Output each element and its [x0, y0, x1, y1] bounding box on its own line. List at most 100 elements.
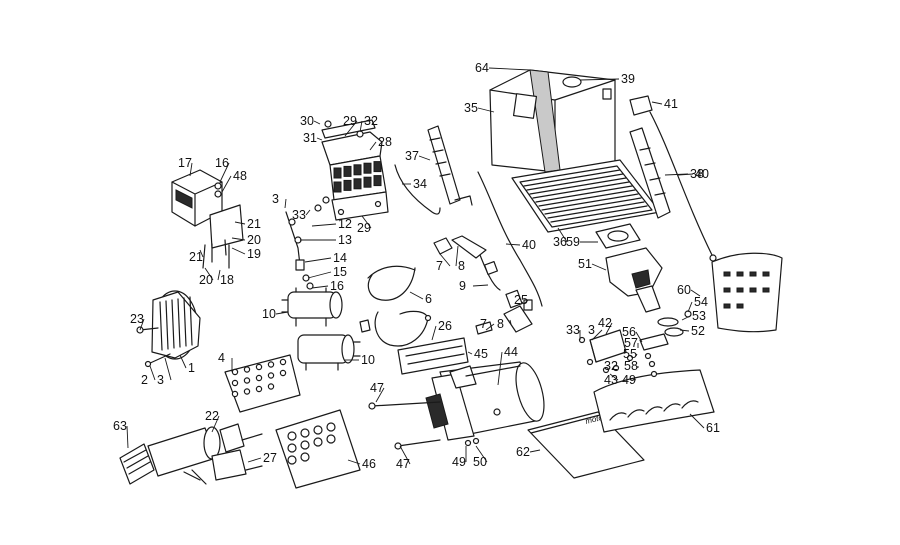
leader-line: [409, 291, 424, 300]
long-bolt-lower: [397, 439, 441, 447]
fuse-cell: [343, 165, 352, 177]
sheet-part: [762, 271, 770, 277]
callout-30: 30: [300, 114, 314, 128]
sheet-part: [300, 428, 310, 438]
battery-strap: [629, 127, 671, 219]
leader-line: [369, 141, 377, 151]
voltage-regulator: [171, 169, 244, 269]
sheet-part: [279, 358, 287, 366]
leader-line: [375, 387, 385, 403]
callout-20: 20: [199, 273, 213, 287]
leader-line: [204, 267, 214, 281]
callout-57: 57: [624, 336, 638, 350]
sheet-part: [243, 377, 251, 384]
fuse-cell: [373, 161, 382, 173]
leader-line: [505, 243, 521, 246]
callout-6: 6: [425, 292, 432, 306]
callout-15: 15: [333, 265, 347, 279]
sheet-part: [255, 374, 263, 382]
sheet-part: [287, 431, 297, 441]
callout-18: 18: [220, 273, 234, 287]
leader-line: [219, 162, 230, 183]
sheet-part: [255, 385, 263, 393]
leader-line: [509, 319, 512, 325]
callout-36: 36: [553, 235, 567, 249]
callout-21: 21: [247, 217, 261, 231]
leader-line: [497, 351, 503, 386]
alternator-fin: [177, 298, 181, 348]
leader-line: [679, 329, 690, 332]
sheet-part: [313, 437, 323, 447]
callout-25: 25: [514, 293, 528, 307]
screw-30: [324, 120, 332, 128]
sheet-part: [736, 271, 744, 277]
sheet-part: [326, 422, 336, 432]
bag-fold: [627, 409, 645, 418]
sheet-part: [255, 363, 263, 371]
tool-bag: [593, 369, 715, 433]
callout-13: 13: [338, 233, 352, 247]
callout-32: 32: [364, 114, 378, 128]
callout-3: 3: [272, 192, 279, 206]
callout-10: 10: [361, 353, 375, 367]
leader-line: [399, 445, 411, 465]
leader-line: [189, 162, 193, 177]
leader-lines: [126, 67, 705, 465]
callout-60: 60: [677, 283, 691, 297]
sheet-part: [267, 372, 275, 379]
leader-line: [307, 271, 332, 279]
sheet-part: [243, 388, 251, 395]
callout-38: 38: [690, 167, 704, 181]
leader-line: [139, 318, 145, 331]
sheet-part: [326, 434, 336, 444]
sheet-part: [736, 287, 744, 293]
leader-line: [211, 415, 220, 433]
starter-relay: [578, 329, 669, 378]
callout-35: 35: [464, 101, 478, 115]
callout-47: 47: [396, 457, 410, 471]
alternator-fin: [165, 300, 169, 350]
callout-53: 53: [692, 309, 706, 323]
ignition-coil-upper: [281, 287, 343, 327]
leader-line: [605, 322, 613, 335]
leader-line: [687, 301, 693, 313]
distributor: [595, 223, 692, 337]
leader-line: [126, 425, 129, 449]
callout-62: 62: [516, 445, 530, 459]
leader-line: [247, 457, 262, 463]
callout-26: 26: [438, 319, 452, 333]
tray-rib: [523, 169, 621, 187]
fuse-cell: [363, 162, 372, 174]
callout-8: 8: [497, 317, 504, 331]
callout-4: 4: [218, 351, 225, 365]
sheet-part: [300, 452, 310, 462]
battery-tray: [511, 159, 661, 233]
callout-54: 54: [694, 295, 708, 309]
callout-39: 39: [621, 72, 635, 86]
callout-58: 58: [624, 359, 638, 373]
parts-sheet: [275, 409, 361, 489]
callout-42: 42: [598, 316, 612, 330]
callout-41: 41: [664, 97, 678, 111]
leader-line: [477, 107, 495, 113]
tray-rib: [547, 201, 645, 219]
leader-line: [609, 373, 619, 381]
callout-56: 56: [622, 325, 636, 339]
sheet-part: [749, 271, 757, 277]
sheet-part: [762, 287, 770, 293]
callout-9: 9: [459, 279, 466, 293]
callout-33: 33: [292, 208, 306, 222]
sheet-part: [723, 271, 731, 277]
leader-line: [311, 223, 337, 227]
sheet-part: [243, 366, 251, 373]
leader-line: [529, 449, 541, 453]
sheet-part: [231, 379, 239, 387]
bag-fold: [645, 406, 663, 415]
callout-22: 22: [205, 409, 219, 423]
wiring-sheet-right: [711, 252, 783, 333]
callout-48: 48: [233, 169, 247, 183]
leader-line: [591, 329, 603, 341]
fuse-cell: [353, 164, 362, 176]
tray-rib: [526, 173, 624, 191]
tray-rib: [544, 197, 642, 215]
